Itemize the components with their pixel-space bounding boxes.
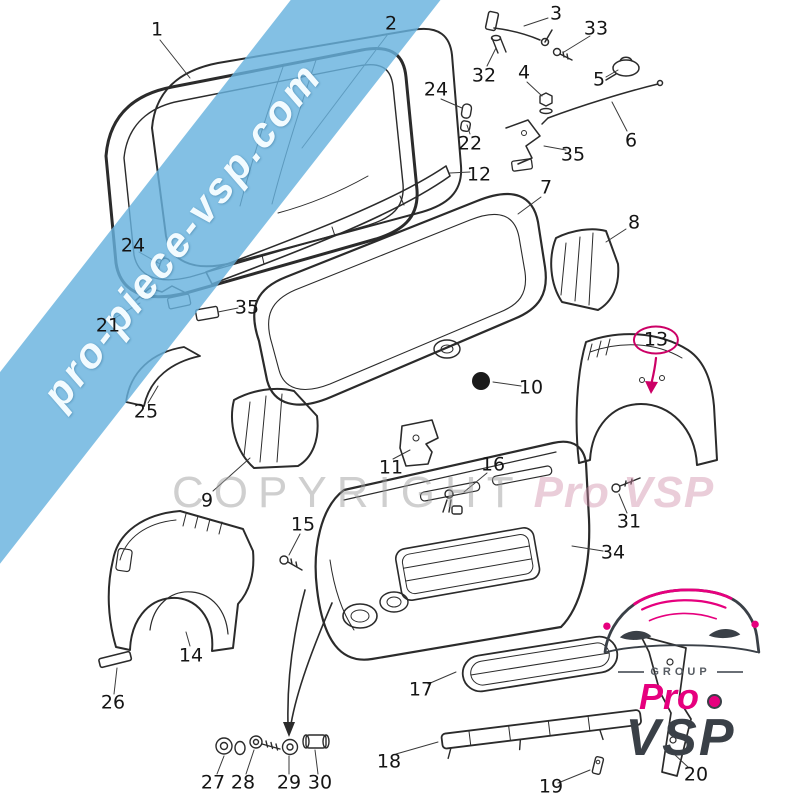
part-front-fender-left — [107, 510, 255, 652]
logo-group-row: GROUP — [588, 666, 773, 678]
part-wiper-assembly-3 — [484, 10, 553, 47]
part-grommet-10 — [472, 372, 490, 390]
part-clip-16 — [442, 489, 463, 515]
part-clip-24-top — [460, 103, 473, 119]
logo-vsp-text: VSP — [625, 708, 736, 767]
part-cap-5 — [605, 56, 640, 81]
part-grille-insert-17 — [461, 635, 619, 693]
part-bracket-35-top — [505, 119, 541, 172]
callout-arrow-13 — [645, 356, 658, 394]
part-bracket-20 — [640, 635, 692, 777]
part-bracket-11 — [399, 419, 439, 467]
part-bolt-31 — [611, 477, 641, 493]
logo-pro-row: Pro — [588, 678, 773, 716]
part-trunk-lid — [253, 192, 547, 406]
part-clip-19 — [591, 755, 605, 775]
part-screw-33 — [552, 47, 573, 61]
part-cowl-trim — [205, 165, 451, 285]
part-spacer-30 — [302, 734, 330, 749]
part-washers-27 — [215, 737, 246, 756]
part-windshield-glass — [151, 27, 463, 268]
part-front-bumper — [314, 440, 591, 661]
part-front-fender-right — [575, 333, 718, 466]
part-reinforcement-18 — [440, 709, 642, 760]
part-nut-4 — [539, 92, 553, 115]
part-screw-28 — [249, 735, 281, 751]
logo-dot-icon — [707, 694, 722, 709]
part-corner-panel-right — [550, 228, 620, 311]
logo-pro-text: Pro — [638, 676, 699, 717]
part-arch-trim-25 — [125, 346, 201, 407]
part-pivot-32 — [490, 34, 507, 54]
brand-logo: GROUP Pro VSP — [588, 578, 773, 767]
brand-car-illustration — [602, 588, 760, 654]
part-corner-panel-left — [231, 387, 319, 469]
logo-group-rule-right — [716, 671, 743, 673]
part-plate-35-left — [194, 305, 220, 322]
part-grommet-29 — [281, 738, 299, 756]
pointer-funnel — [283, 589, 333, 737]
logo-group-rule-left — [618, 671, 645, 673]
logo-group-text: GROUP — [650, 666, 711, 678]
part-rod-6 — [541, 79, 664, 125]
part-screw-15 — [279, 555, 303, 571]
part-strip-26 — [98, 650, 133, 669]
part-clip-24-left — [158, 257, 171, 274]
